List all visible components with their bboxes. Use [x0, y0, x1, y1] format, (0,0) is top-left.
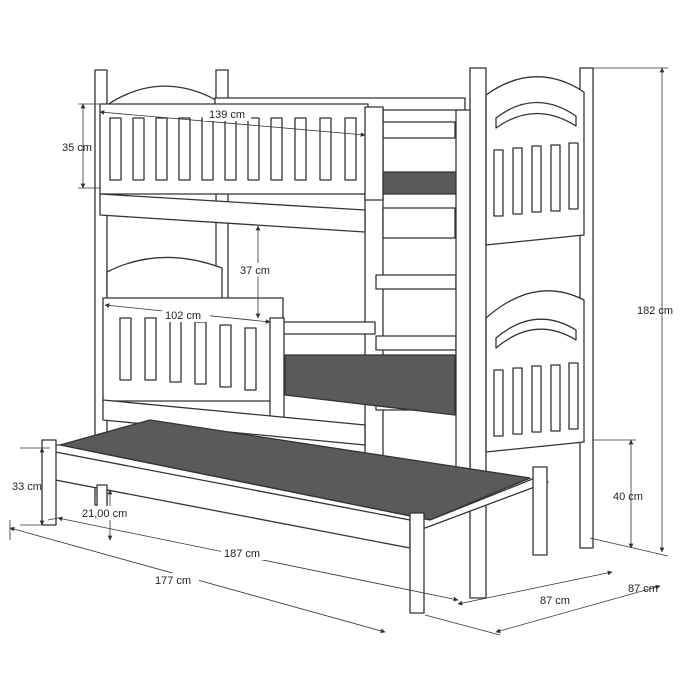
lower-mattress: [284, 354, 456, 416]
label-depth-inner: 87 cm: [540, 595, 570, 607]
label-lower-rail-width: 102 cm: [165, 310, 201, 322]
label-top-width: 139 cm: [209, 109, 245, 121]
lower-guard-slats: [119, 317, 257, 391]
ladder-rung-4: [375, 335, 457, 351]
label-depth-outer: 87 cm: [628, 583, 658, 595]
label-ladder-height: 40 cm: [613, 491, 643, 503]
front-left-post: [455, 109, 471, 476]
trundle-leg-back-left: [96, 484, 108, 508]
front-upper-slats: [493, 142, 579, 217]
label-trundle-leg: 21,00 cm: [82, 508, 127, 520]
back-upper-headboard: [106, 85, 217, 106]
front-lower-arch-window: [495, 318, 577, 349]
front-upper-arch-window: [495, 101, 577, 129]
trundle-leg-back-right: [532, 466, 548, 556]
lower-front-guard-post: [269, 317, 285, 421]
lower-frame-side: [102, 399, 366, 446]
label-trundle-height: 33 cm: [12, 481, 42, 493]
label-total-height: 182 cm: [637, 305, 673, 317]
label-gap-height: 37 cm: [240, 265, 270, 277]
label-length-inner: 187 cm: [224, 548, 260, 560]
lower-back-headboard: [106, 256, 223, 311]
ladder-rung-2: [382, 207, 456, 239]
front-right-post: [469, 67, 487, 599]
ladder-rung-1: [382, 121, 456, 139]
ladder-rung-3: [375, 274, 457, 290]
upper-frame-side: [99, 193, 366, 233]
trundle-leg-front-right: [409, 512, 425, 614]
label-rail-height: 35 cm: [62, 142, 92, 154]
front-lower-slats: [493, 362, 579, 437]
upper-front-guard-post: [364, 106, 384, 201]
bed-drawing: [41, 67, 594, 614]
dimension-labels: 139 cm 35 cm 37 cm 102 cm 182 cm 40 cm 3…: [12, 107, 673, 607]
label-length-outer: 177 cm: [155, 575, 191, 587]
trundle-leg-front-left: [41, 439, 57, 526]
